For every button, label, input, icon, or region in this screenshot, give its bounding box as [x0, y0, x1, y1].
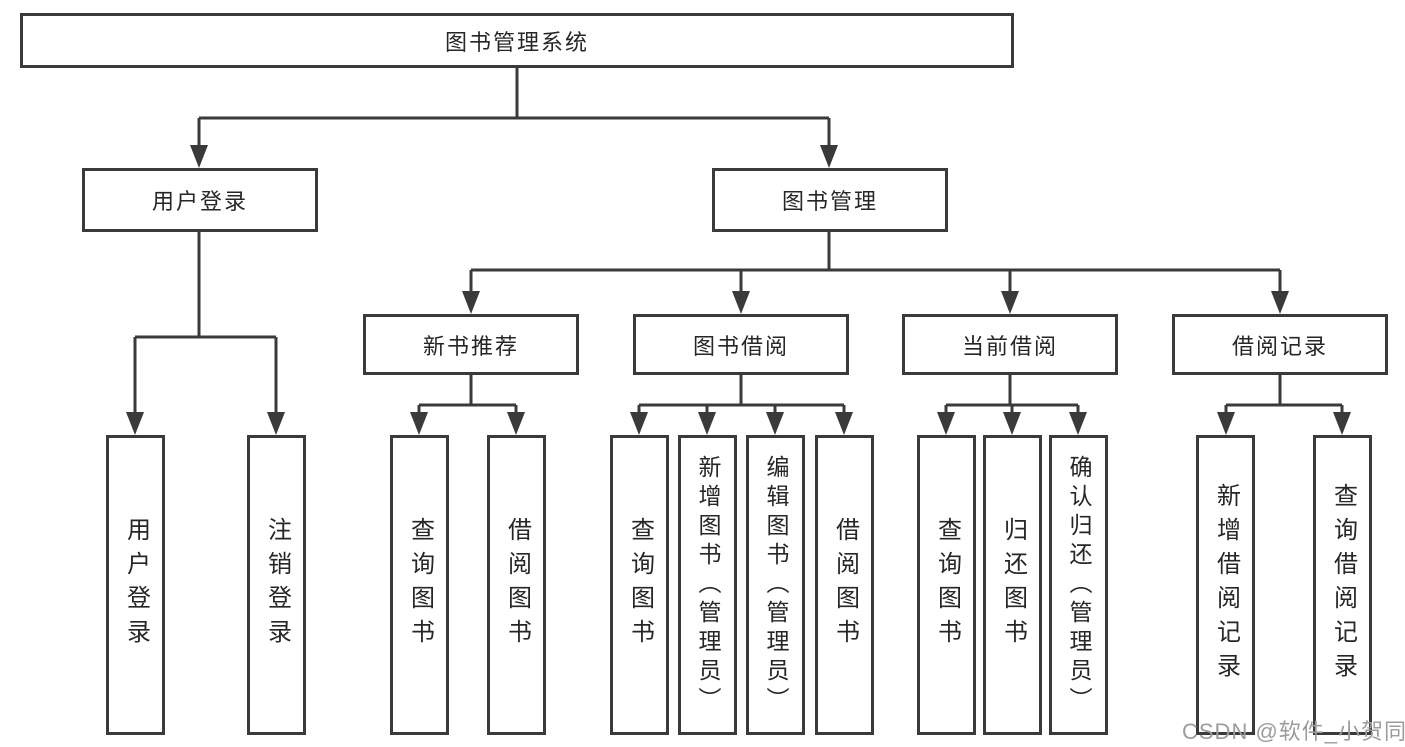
leaf-query-borrow-record: 查询借阅记录 — [1313, 435, 1372, 735]
leaf-confirm-return-admin: 确认归还（管理员） — [1049, 435, 1108, 735]
leaf-borrow-books: 借阅图书 — [815, 435, 874, 735]
leaf-query-books-current: 查询图书 — [917, 435, 976, 735]
node-current-borrow: 当前借阅 — [902, 314, 1118, 375]
leaf-user-login: 用户登录 — [106, 435, 165, 735]
leaf-query-books-recommend: 查询图书 — [390, 435, 449, 735]
leaf-add-borrow-record: 新增借阅记录 — [1196, 435, 1255, 735]
csdn-watermark: CSDN @软件_小贺同学 — [1182, 719, 1405, 744]
leaf-logout: 注销登录 — [247, 435, 306, 735]
node-user-login: 用户登录 — [82, 168, 318, 232]
node-borrow-records: 借阅记录 — [1172, 314, 1388, 375]
node-root-system: 图书管理系统 — [20, 13, 1014, 68]
node-book-management: 图书管理 — [712, 168, 948, 232]
node-new-book-recommend: 新书推荐 — [363, 314, 579, 375]
leaf-query-books-borrow: 查询图书 — [610, 435, 669, 735]
leaf-add-book-admin: 新增图书（管理员） — [678, 435, 737, 735]
leaf-edit-book-admin: 编辑图书（管理员） — [746, 435, 805, 735]
leaf-borrow-books-recommend: 借阅图书 — [487, 435, 546, 735]
leaf-return-book: 归还图书 — [983, 435, 1042, 735]
node-book-borrow: 图书借阅 — [633, 314, 849, 375]
